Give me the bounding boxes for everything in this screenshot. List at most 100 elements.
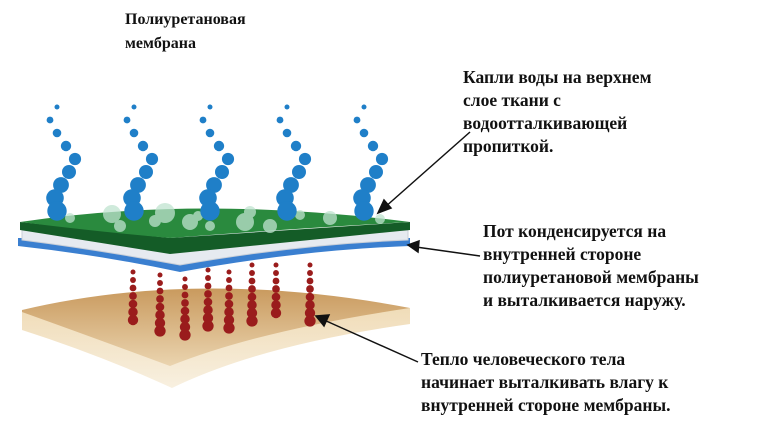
water-drop: [276, 116, 284, 124]
water-drop: [60, 140, 72, 152]
sweat-drop: [273, 262, 279, 268]
label-sweat: Пот конденсируется на внутренней стороне…: [483, 221, 699, 310]
water-drop: [47, 201, 67, 221]
water-drop: [206, 177, 222, 193]
sweat-drop: [128, 299, 138, 309]
sweat-drop: [127, 314, 139, 326]
sweat-drop: [155, 302, 165, 312]
water-bead: [193, 211, 203, 221]
sweat-drop: [307, 270, 313, 276]
water-drop: [215, 165, 229, 179]
sweat-drop: [249, 262, 255, 268]
water-drop: [68, 152, 82, 166]
water-bead: [295, 210, 305, 220]
sweat-drop: [247, 300, 257, 310]
sweat-drop: [205, 275, 211, 281]
arrowhead-icon: [376, 198, 393, 215]
water-drop: [123, 116, 131, 124]
sweat-drop: [304, 307, 316, 319]
water-droplets: [46, 104, 389, 221]
sweat-drop: [179, 329, 191, 341]
sweat-drop: [202, 320, 214, 332]
sweat-drop: [179, 321, 191, 333]
water-drop: [199, 116, 207, 124]
sweat-drop: [225, 284, 233, 292]
sweat-droplets: [127, 262, 316, 341]
sweat-drop: [272, 277, 280, 285]
sweat-drop: [225, 292, 233, 300]
sweat-drop: [307, 262, 313, 268]
water-beads: [65, 203, 385, 233]
water-drop: [353, 116, 361, 124]
water-drop: [46, 116, 54, 124]
water-bead: [263, 219, 277, 233]
water-drop: [359, 128, 369, 138]
sweat-drop: [273, 270, 279, 276]
water-drop: [207, 104, 213, 110]
water-drop: [221, 152, 235, 166]
sweat-drop: [180, 306, 190, 316]
sweat-drop: [304, 315, 316, 327]
sweat-drop: [224, 299, 234, 309]
water-bead: [114, 220, 126, 232]
sweat-drop: [226, 269, 232, 275]
water-drop: [282, 128, 292, 138]
water-drop: [277, 201, 297, 221]
sweat-drop: [156, 295, 164, 303]
sweat-drop: [129, 284, 137, 292]
label-water-drops: Капли воды на верхнем слое ткани с водоо…: [463, 67, 652, 156]
sweat-drop: [224, 307, 234, 317]
sweat-drop: [182, 276, 188, 282]
label-heat: Тепло человеческого тела начинает выталк…: [421, 349, 671, 415]
sweat-drop: [270, 307, 282, 319]
water-bead: [65, 213, 75, 223]
outer-fabric-side: [20, 222, 410, 254]
sweat-drop: [130, 277, 136, 283]
water-bead: [244, 206, 256, 218]
sweat-drop: [223, 314, 235, 326]
sweat-drop: [129, 292, 137, 300]
water-drop: [139, 165, 153, 179]
sweat-drop: [155, 310, 165, 320]
water-drop: [360, 177, 376, 193]
arrow-sweat: [415, 246, 481, 257]
water-drop: [129, 128, 139, 138]
sweat-drop: [226, 277, 232, 283]
sweat-drop: [271, 300, 281, 310]
sweat-drop: [130, 269, 136, 275]
water-drop: [54, 104, 60, 110]
water-bead: [375, 214, 385, 224]
water-bead: [103, 205, 121, 223]
water-drop: [283, 177, 299, 193]
sweat-drop: [128, 307, 138, 317]
sweat-drop: [248, 277, 256, 285]
sweat-drop: [272, 285, 280, 293]
water-drop: [52, 128, 62, 138]
water-drop: [62, 165, 76, 179]
sweat-drop: [271, 292, 281, 302]
sweat-drop: [157, 272, 163, 278]
sweat-drop: [154, 325, 166, 337]
sweat-drop: [154, 317, 166, 329]
arrowhead-icon: [406, 239, 420, 254]
sweat-drop: [246, 307, 258, 319]
sweat-drop: [305, 300, 315, 310]
sweat-drop: [157, 280, 163, 286]
water-drop: [205, 128, 215, 138]
arrow-water: [383, 131, 471, 209]
sweat-drop: [204, 282, 212, 290]
sweat-drop: [247, 292, 257, 302]
sweat-drop: [306, 285, 314, 293]
sweat-drop: [306, 277, 314, 285]
sweat-drop: [181, 291, 189, 299]
sweat-drop: [205, 267, 211, 273]
water-drop: [200, 201, 220, 221]
sweat-drop: [181, 299, 189, 307]
sweat-drop: [223, 322, 235, 334]
sweat-drop: [249, 270, 255, 276]
skin-layer-front: [22, 308, 410, 388]
arrowhead-icon: [314, 314, 331, 328]
water-drop: [131, 104, 137, 110]
water-drop: [145, 152, 159, 166]
